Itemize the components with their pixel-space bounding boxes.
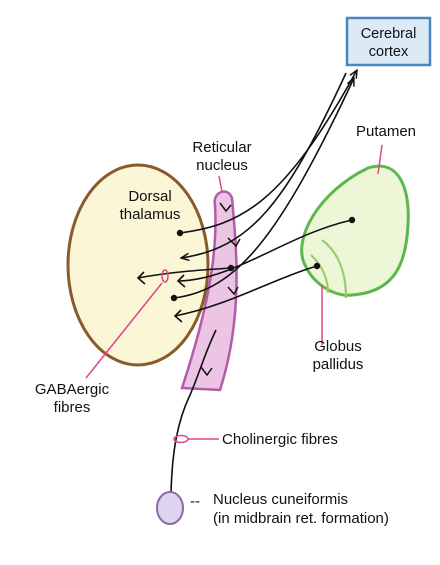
fibre-pathways <box>136 70 357 495</box>
pallidothalamic-fibre-upper-terminal <box>176 274 186 288</box>
gabaergic-leader <box>85 282 163 379</box>
globus-pallidus-boundary-inner <box>310 254 330 294</box>
reticular-nucleus-shape <box>180 190 238 392</box>
label-leaders <box>85 144 383 444</box>
thalamocortical-fibre-lower-soma <box>170 294 178 302</box>
reticular-leader <box>218 175 223 193</box>
gabaergic-fibre-marker <box>161 269 169 283</box>
thalamocortical-fibre-upper <box>179 70 357 234</box>
cholinergic-terminal <box>200 366 213 377</box>
globus-pallidus-label-line1: Globus <box>314 338 362 355</box>
pallidothalamic-fibre-lower <box>174 265 318 317</box>
reticular-to-thalamus-fibre <box>137 267 232 279</box>
reticular-label-line2: nucleus <box>196 157 248 174</box>
cholinergic-label: Cholinergic fibres <box>222 431 338 448</box>
thalamocortical-fibre-lower <box>173 78 354 299</box>
nucleus-cuneiformis-shape <box>156 491 184 525</box>
dorsal-thalamus-shape <box>66 163 210 367</box>
dorsal-thalamus-label-line1: Dorsal <box>128 188 171 205</box>
pallidothalamic-fibre-lower-soma <box>313 262 321 270</box>
cerebral-cortex-box: Cerebral cortex <box>345 16 432 67</box>
cerebral-cortex-label-line2: cortex <box>369 44 409 60</box>
globus-pallidus-label-line2: pallidus <box>313 356 364 373</box>
putamen-shape <box>300 164 410 297</box>
dorsal-thalamus-label-line2: thalamus <box>120 206 181 223</box>
reticular-label-line1: Reticular <box>192 139 251 156</box>
putamen <box>300 164 410 299</box>
pallidothalamic-fibre-upper-soma <box>348 216 356 224</box>
reticular-terminal-3 <box>227 286 239 296</box>
cuneiformis-dash: -- <box>190 493 200 510</box>
putamen-leader <box>377 144 383 175</box>
cerebral-cortex-shape <box>345 16 432 67</box>
pallidothalamic-fibre-upper <box>177 219 353 282</box>
dorsal-thalamus: Dorsal thalamus <box>66 163 210 367</box>
putamen-label: Putamen <box>356 123 416 140</box>
reticular-terminal-2 <box>227 237 241 248</box>
cuneiformis-label-line1: Nucleus cuneiformis <box>213 491 348 508</box>
corticothalamic-fibre <box>181 72 347 258</box>
globus-pallidus-boundary-outer <box>321 239 348 299</box>
reticular-to-thalamus-fibre-terminal <box>136 271 146 285</box>
gabaergic-label-line1: GABAergic <box>35 381 110 398</box>
gabaergic-label-line2: fibres <box>54 399 91 416</box>
pallidothalamic-fibre-lower-terminal <box>173 309 183 323</box>
cuneiformis-label-line2: (in midbrain ret. formation) <box>213 510 389 527</box>
reticular-terminal-1 <box>219 202 232 213</box>
reticular-nucleus <box>180 190 238 392</box>
cholinergic-fibre <box>170 329 217 495</box>
thalamocortical-fibre-upper-soma <box>176 229 184 237</box>
cerebral-cortex-label-line1: Cerebral <box>361 26 417 42</box>
